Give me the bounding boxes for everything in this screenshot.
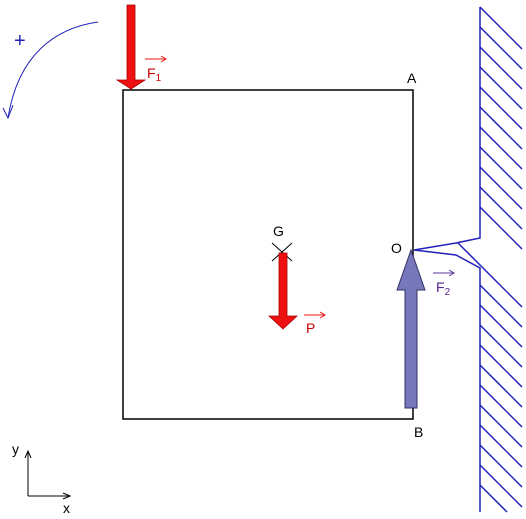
x-axis-arrowhead xyxy=(62,492,72,500)
label-y-axis: y xyxy=(12,441,19,457)
block xyxy=(122,89,414,420)
label-a: A xyxy=(407,70,417,86)
rotation-sense-arrowhead xyxy=(2,104,14,120)
label-o: O xyxy=(391,240,402,256)
wall-hatching xyxy=(457,6,523,513)
f1-vector-head xyxy=(160,55,167,63)
wall-support-outline xyxy=(413,7,481,512)
force-f1-arrow xyxy=(115,4,147,90)
label-f2: F2 xyxy=(436,279,451,298)
plus-sign: + xyxy=(14,30,26,52)
p-vector-head xyxy=(319,311,326,319)
f2-vector-head xyxy=(448,269,455,277)
label-g: G xyxy=(273,223,284,239)
label-b: B xyxy=(414,424,423,440)
g-cross-line-2 xyxy=(271,242,293,262)
rotation-sense-arc xyxy=(7,21,99,119)
label-x-axis: x xyxy=(63,500,70,516)
label-f1: F1 xyxy=(147,65,162,84)
weight-p-arrow xyxy=(267,252,299,330)
y-axis-arrowhead xyxy=(24,449,32,459)
reaction-f2-arrow xyxy=(396,248,426,409)
label-p: P xyxy=(306,320,315,336)
